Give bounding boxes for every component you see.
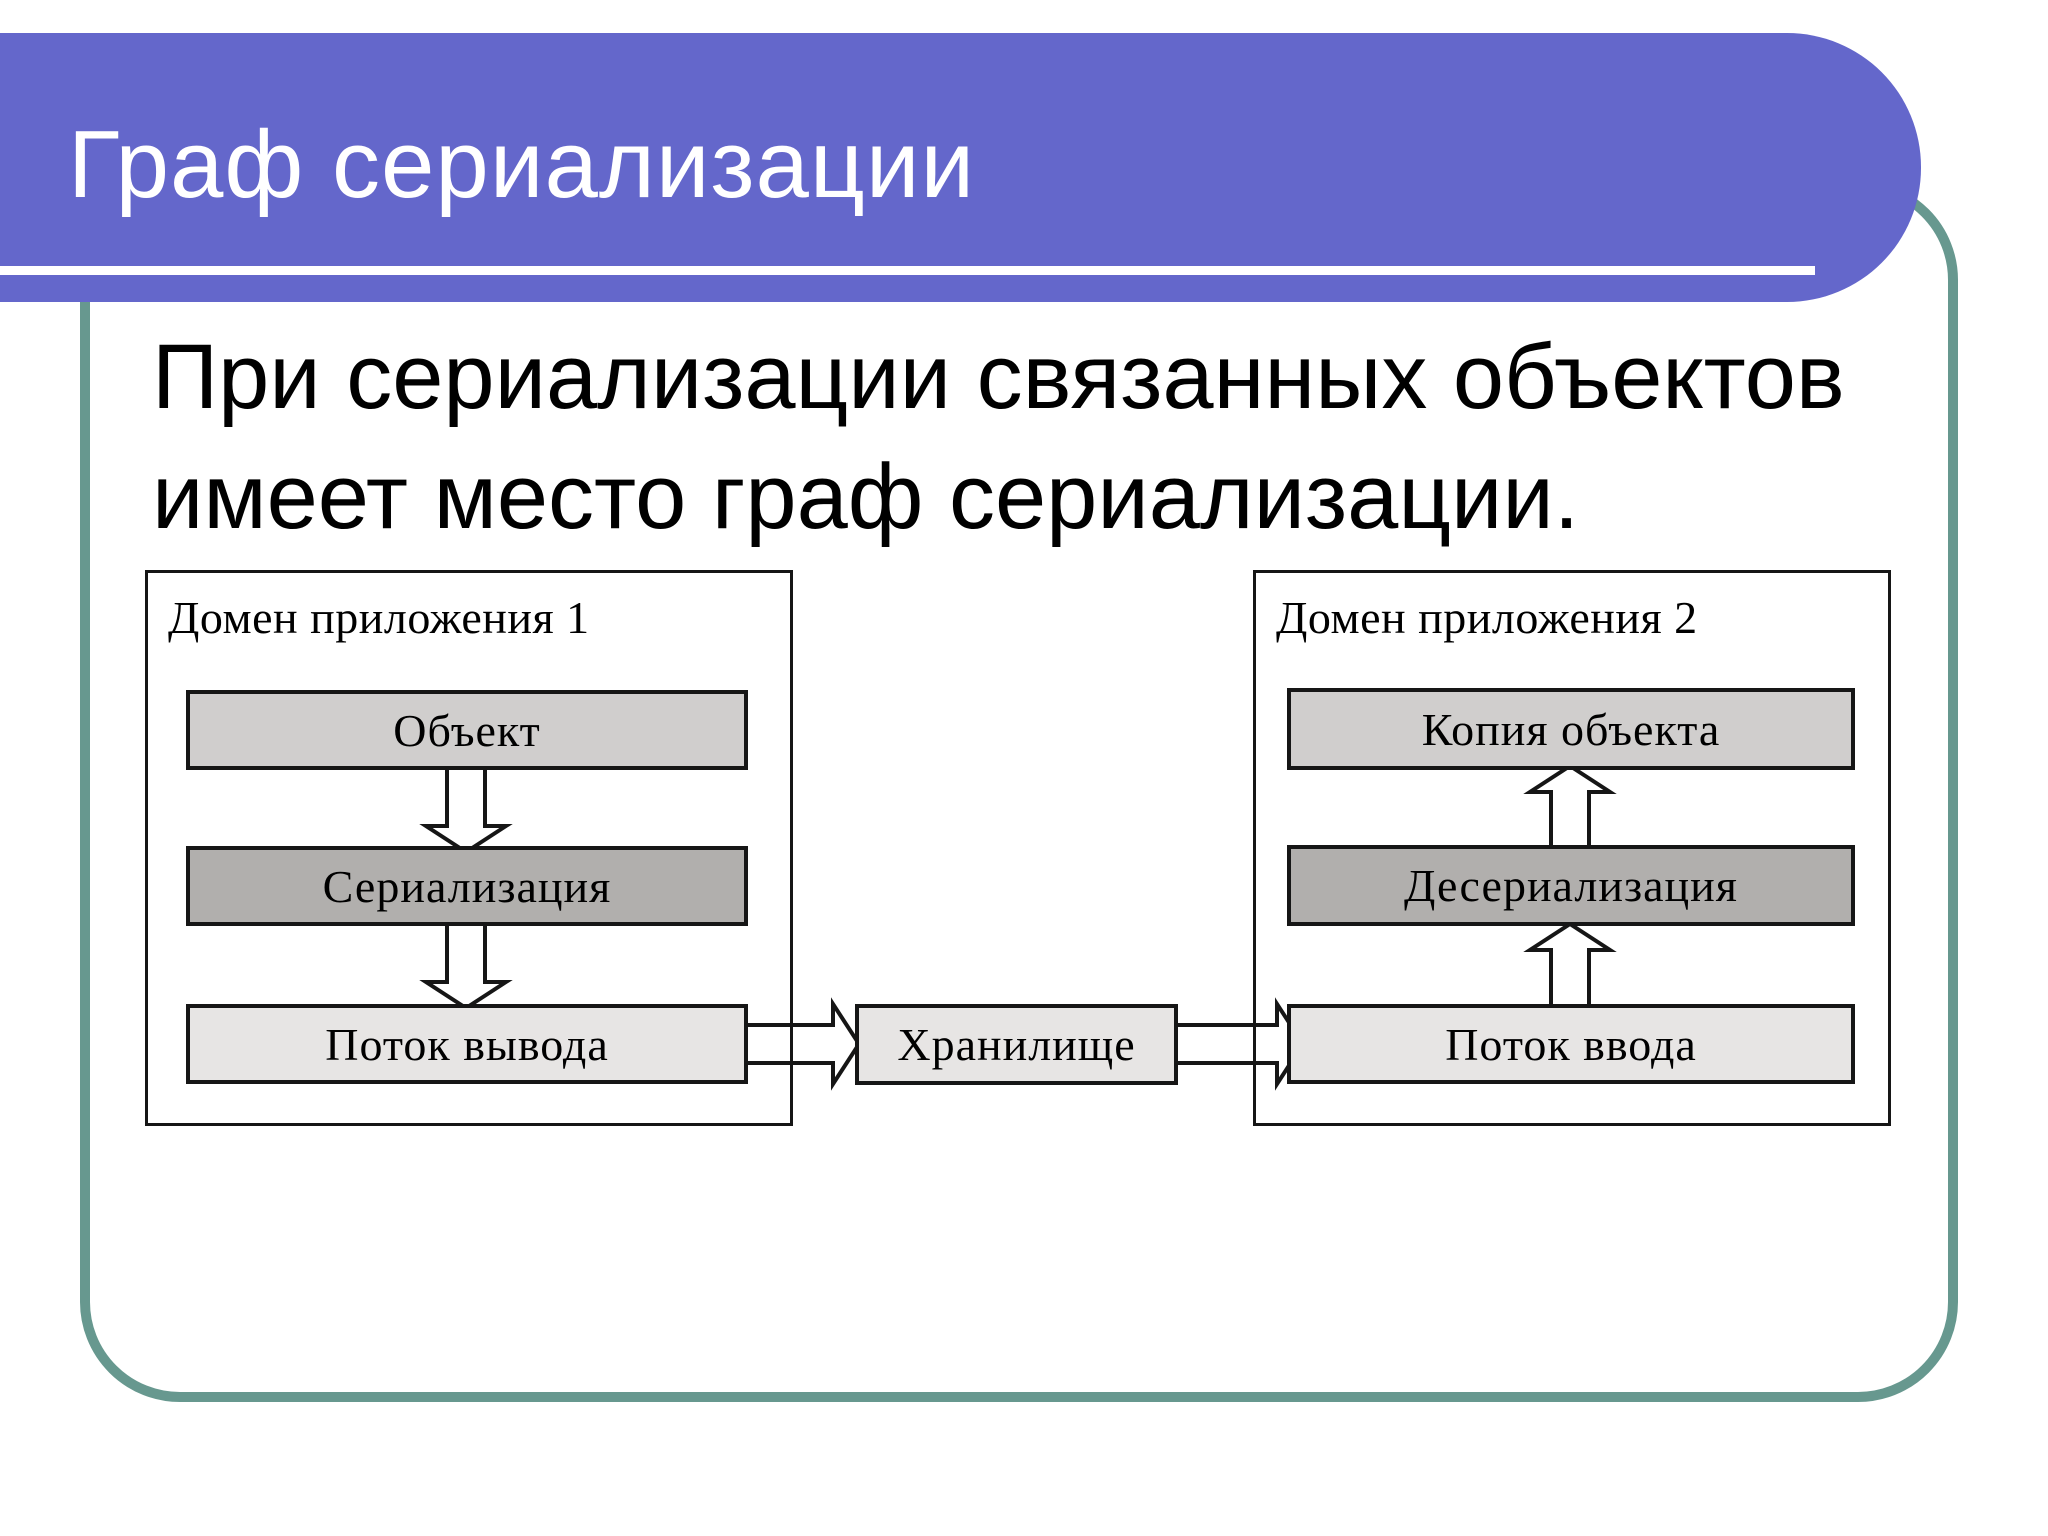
domain2-box: Домен приложения 2: [1253, 570, 1891, 1126]
domain1-label: Домен приложения 1: [168, 592, 590, 643]
down-arrow-icon: [419, 764, 513, 855]
title-banner: Граф сериализации: [0, 33, 1921, 302]
node-serialization: Сериализация: [186, 846, 748, 926]
domain1-box: Домен приложения 1: [145, 570, 793, 1126]
banner-underline: [0, 266, 1815, 275]
domain2-label: Домен приложения 2: [1276, 592, 1698, 643]
node-object: Объект: [186, 690, 748, 770]
body-text: При сериализации связанных объектов имее…: [152, 318, 1845, 557]
content-frame: [80, 180, 1958, 1402]
down-arrow-icon: [419, 921, 513, 1011]
up-arrow-icon: [1523, 763, 1617, 849]
body-text-line-1: При сериализации связанных объектов: [152, 326, 1845, 428]
node-output-stream: Поток вывода: [186, 1004, 748, 1084]
up-arrow-icon: [1523, 921, 1617, 1008]
right-arrow-icon: [743, 997, 862, 1091]
node-input-stream: Поток ввода: [1287, 1004, 1855, 1084]
node-object-copy: Копия объекта: [1287, 688, 1855, 770]
node-deserialization: Десериализация: [1287, 845, 1855, 926]
node-storage: Хранилище: [855, 1004, 1178, 1085]
body-text-line-2: имеет место граф сериализации.: [152, 445, 1580, 548]
page-title: Граф сериализации: [68, 111, 976, 218]
